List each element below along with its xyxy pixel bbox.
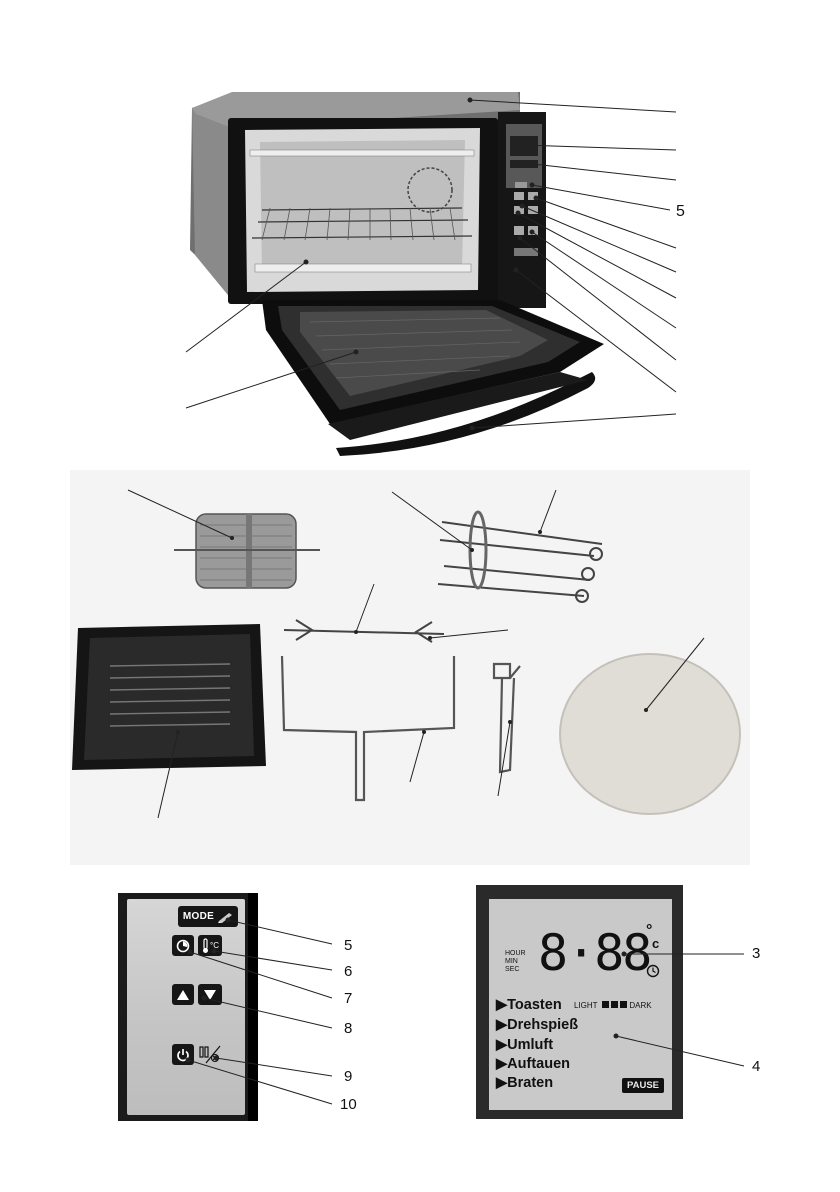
lcd-callout-3: 3 — [752, 946, 760, 961]
lcd-leader-lines — [0, 880, 840, 1140]
oven-photo — [0, 0, 840, 470]
lcd-callout-4: 4 — [752, 1059, 760, 1074]
accessories-photo — [70, 470, 750, 865]
oven-callout-5: 5 — [676, 204, 685, 219]
